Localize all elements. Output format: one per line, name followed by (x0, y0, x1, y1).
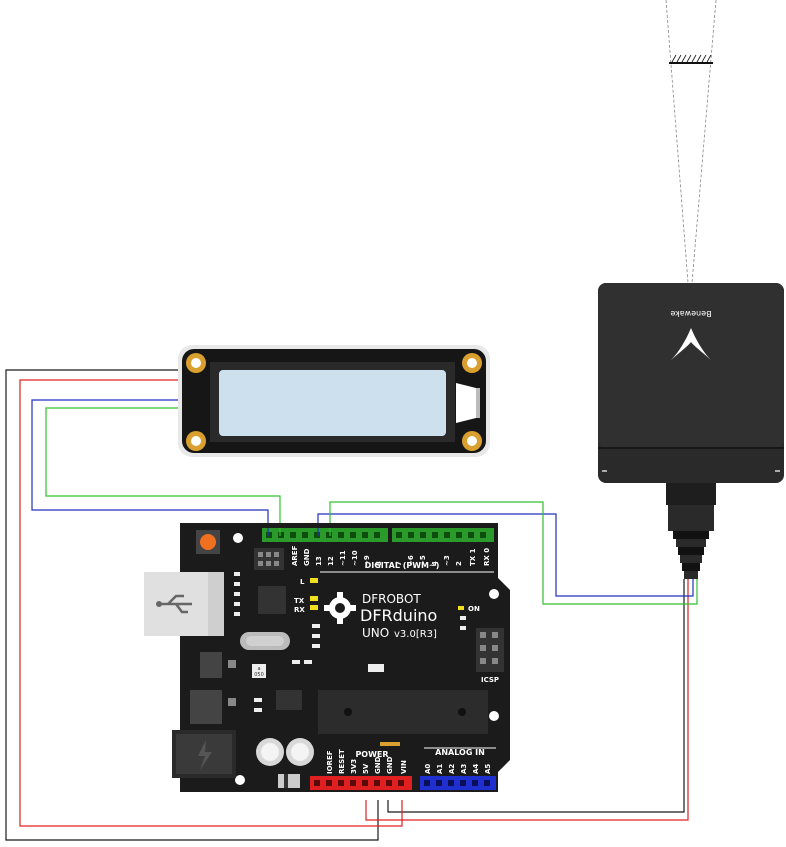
svg-text:A5: A5 (484, 764, 492, 774)
svg-text:7: 7 (395, 561, 403, 566)
power-header (310, 776, 412, 790)
digital-label: DIGITAL (PWM~) (365, 561, 440, 570)
wire-blue-lcd (31, 399, 269, 530)
svg-text:GND: GND (386, 756, 394, 774)
arduino-board: a 050 ICSP ON L TX RX (144, 523, 510, 792)
svg-text:2: 2 (455, 561, 463, 566)
analog-label: ANALOG IN (435, 748, 485, 757)
svg-text:4: 4 (431, 561, 439, 566)
usb-port (144, 572, 224, 636)
lightning-icon (198, 740, 212, 770)
board-model: UNO (362, 626, 389, 640)
usb-icon (158, 594, 192, 614)
svg-text:RESET: RESET (338, 749, 346, 774)
lidar-sensor: Benewake (598, 283, 784, 579)
on-label: ON (468, 605, 480, 613)
svg-text:GND: GND (303, 548, 311, 566)
benewake-logo (671, 328, 711, 360)
svg-text:3V3: 3V3 (350, 759, 358, 774)
wire-blue-lidar (317, 513, 694, 597)
svg-text:~6: ~6 (407, 555, 415, 566)
wire-black-lcd (5, 369, 379, 841)
svg-text:A0: A0 (424, 764, 432, 774)
svg-text:12: 12 (327, 556, 335, 566)
lidar-brand: Benewake (670, 309, 711, 318)
chip-marking-a: a (257, 666, 260, 672)
svg-text:5V: 5V (362, 763, 370, 774)
power-label: POWER (355, 750, 388, 759)
svg-text:IOREF: IOREF (326, 750, 334, 774)
lidar-connector (666, 483, 716, 505)
wire-green-lcd (45, 407, 281, 530)
svg-text:~11: ~11 (339, 550, 347, 566)
wire-red-lcd (19, 379, 403, 827)
svg-text:8: 8 (375, 561, 383, 566)
digital-pin-labels: AREF GND 13 12 ~11 ~10 ~9 8 7 ~6 ~5 4 ~3… (291, 545, 491, 566)
led-tx-label: TX (294, 597, 305, 605)
svg-text:~9: ~9 (363, 555, 371, 566)
svg-text:~10: ~10 (351, 550, 359, 566)
board-name: DFRduino (360, 606, 437, 625)
icsp-label: ICSP (481, 676, 499, 684)
wire-green-lidar (329, 501, 698, 605)
svg-text:13: 13 (315, 556, 323, 566)
power-jack (172, 730, 236, 778)
dfrobot-logo-icon (324, 592, 356, 624)
chip-marking: 050 (254, 672, 264, 678)
analog-header (420, 776, 496, 790)
wire-ends (267, 528, 331, 536)
svg-text:~5: ~5 (419, 555, 427, 566)
lcd-screen (219, 370, 446, 436)
board-version: v3.0[R3] (394, 629, 437, 640)
board-brand: DFROBOT (362, 592, 421, 606)
analog-pin-labels: A0 A1 A2 A3 A4 A5 (424, 764, 492, 774)
wire-black-lidar (387, 579, 685, 813)
icsp-header (476, 628, 504, 672)
svg-text:RX 0: RX 0 (483, 548, 491, 566)
svg-text:GND: GND (374, 756, 382, 774)
digital-header (262, 528, 494, 542)
lcd-module (178, 345, 490, 457)
usb-chip (258, 586, 286, 614)
led-l-label: L (300, 578, 305, 586)
svg-text:TX 1: TX 1 (469, 548, 477, 566)
svg-text:A4: A4 (472, 764, 480, 774)
power-pin-labels: IOREF RESET 3V3 5V GND GND VIN (326, 749, 408, 774)
led-rx-label: RX (294, 606, 305, 614)
svg-text:AREF: AREF (291, 545, 299, 566)
wire-red-lidar (365, 579, 689, 821)
svg-text:VIN: VIN (400, 760, 408, 774)
svg-text:A2: A2 (448, 764, 456, 774)
svg-text:A3: A3 (460, 764, 468, 774)
svg-text:~3: ~3 (443, 555, 451, 566)
lidar-beam (665, 0, 717, 284)
wires (5, 369, 698, 841)
svg-text:A1: A1 (436, 764, 444, 774)
